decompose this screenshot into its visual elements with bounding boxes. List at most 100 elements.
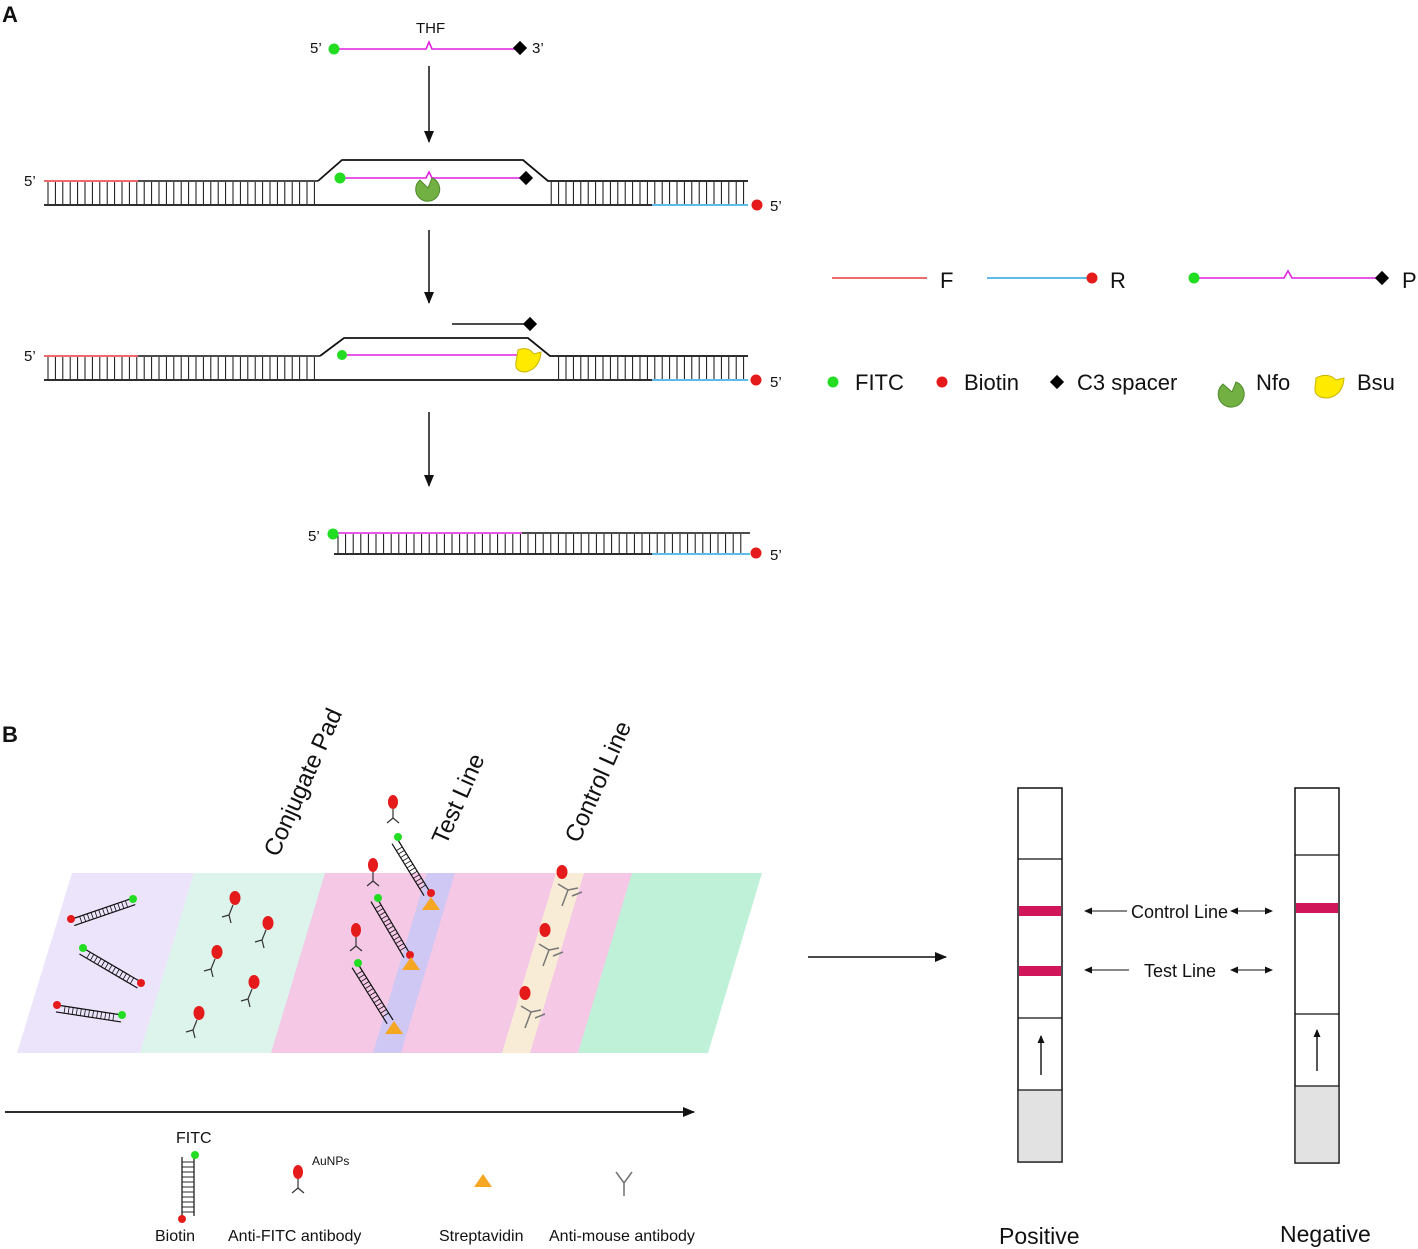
probe-hybridized [340,170,526,179]
duplex-step-3: 5’ 5’ [24,316,782,391]
legend-bsu-label: Bsu [1357,370,1395,395]
legend-dna-duplex-icon [178,1151,199,1223]
top-strand-bubble [317,159,748,182]
legend-anti-fitc-icon [291,1165,305,1194]
streptavidin-icon [385,1021,403,1034]
control-line-zone [502,873,584,1053]
base-pair-rungs [47,182,745,204]
legend-nfo-icon [1217,381,1245,408]
result-control-line-label: Control Line [1131,902,1228,922]
duplex-5prime-left: 5’ [24,348,36,365]
biotin-dot [750,374,762,386]
negative-strip [1294,787,1340,1164]
base-pair-rungs [47,357,745,379]
legend-streptavidin-icon [474,1174,492,1187]
absorbent-pad [578,873,762,1053]
legend-reverse-biotin-dot [1086,272,1098,284]
anti-fitc-antibody [240,975,260,1008]
anti-mouse-antibody [520,1005,546,1029]
anti-fitc-antibody [254,916,274,949]
streptavidin-icon [422,897,440,910]
probe-strand [334,39,520,50]
panel-a-legend: F R P FITC Biotin C3 spacer Nfo Bsu [827,268,1417,408]
duplex-5prime-right: 5’ [770,198,782,215]
c3-spacer-diamond [518,170,534,186]
c3-spacer-diamond [512,40,528,56]
dna-amplicon [386,795,435,897]
duplex-5prime-left: 5’ [24,173,36,190]
anti-mouse-antibody [538,943,564,967]
fitc-dot [327,528,339,540]
probe-3prime-label: 3’ [532,40,544,57]
probe-step-1: 5’ THF 3’ [310,20,544,57]
legend-probe-c3-diamond [1374,270,1390,286]
legend-streptavidin-label: Streptavidin [439,1228,524,1245]
positive-control-band [1019,906,1061,916]
duplex-step-2: 5’ 5’ [24,159,782,215]
legend-c3-spacer-icon [1049,374,1065,390]
top-strand-bubble [319,337,748,357]
biotin-dot [750,547,762,559]
product-5prime-left: 5’ [308,528,320,545]
dna-amplicon [366,858,414,959]
dna-amplicon [67,895,137,927]
legend-biotin-icon [936,376,948,388]
positive-sample-well [1018,1090,1062,1162]
anti-fitc-antibody [221,891,241,924]
legend-probe [1194,269,1380,279]
negative-sample-well [1295,1086,1339,1163]
biotin-dot [751,199,763,211]
legend-aunps-label: AuNPs [312,1154,349,1168]
nfo-enzyme-icon [415,177,441,202]
negative-control-band [1296,903,1338,913]
dna-amplicon [79,944,145,989]
legend-dna-biotin-label: Biotin [155,1228,195,1245]
dna-amplicon [53,1001,126,1023]
panel-b-legend: FITC Biotin AuNPs Anti-FITC antibody Str… [155,1130,695,1245]
duplex-step-4: 5’ 5’ [308,528,782,564]
anti-fitc-antibody [203,945,223,978]
legend-anti-mouse-label: Anti-mouse antibody [549,1228,695,1245]
positive-label: Positive [999,1223,1080,1249]
anti-mouse-antibody [557,883,583,907]
legend-anti-fitc-label: Anti-FITC antibody [228,1228,361,1245]
strip-molecules [53,795,583,1039]
anti-fitc-antibody [185,1006,205,1039]
positive-test-band [1019,966,1061,976]
duplex-5prime-right: 5’ [770,374,782,391]
nc-membrane [271,873,634,1053]
c3-spacer-diamond [522,316,538,332]
conjugate-pad-label: Conjugate Pad [259,704,348,860]
legend-bsu-icon [1314,374,1345,399]
product-5prime-right: 5’ [770,547,782,564]
panel-b-letter: B [2,722,18,747]
control-line-label: Control Line [560,717,637,846]
legend-f-label: F [940,268,953,293]
legend-probe-fitc-dot [1188,272,1200,284]
legend-fitc-icon [827,376,839,388]
bsu-enzyme-icon [515,348,542,373]
legend-nfo-label: Nfo [1256,370,1290,395]
lateral-flow-strip [17,873,762,1053]
thf-label: THF [416,20,445,37]
legend-dna-fitc-label: FITC [176,1130,212,1147]
panel-a-letter: A [2,2,18,27]
fitc-dot [337,350,347,360]
legend-c3-label: C3 spacer [1077,370,1177,395]
test-line-label: Test Line [427,750,491,849]
legend-r-label: R [1110,268,1126,293]
result-test-line-label: Test Line [1144,961,1216,981]
streptavidin-icon [402,957,420,970]
fitc-dot [328,43,340,55]
legend-anti-mouse-icon [615,1171,633,1196]
dna-amplicon [349,923,394,1025]
conjugate-pad [140,873,327,1053]
legend-p-label: P [1402,268,1417,293]
base-pair-rungs [337,534,742,553]
legend-biotin-label: Biotin [964,370,1019,395]
negative-label: Negative [1280,1221,1371,1247]
positive-strip [1017,787,1063,1163]
fitc-dot [334,172,346,184]
legend-fitc-label: FITC [855,370,904,395]
